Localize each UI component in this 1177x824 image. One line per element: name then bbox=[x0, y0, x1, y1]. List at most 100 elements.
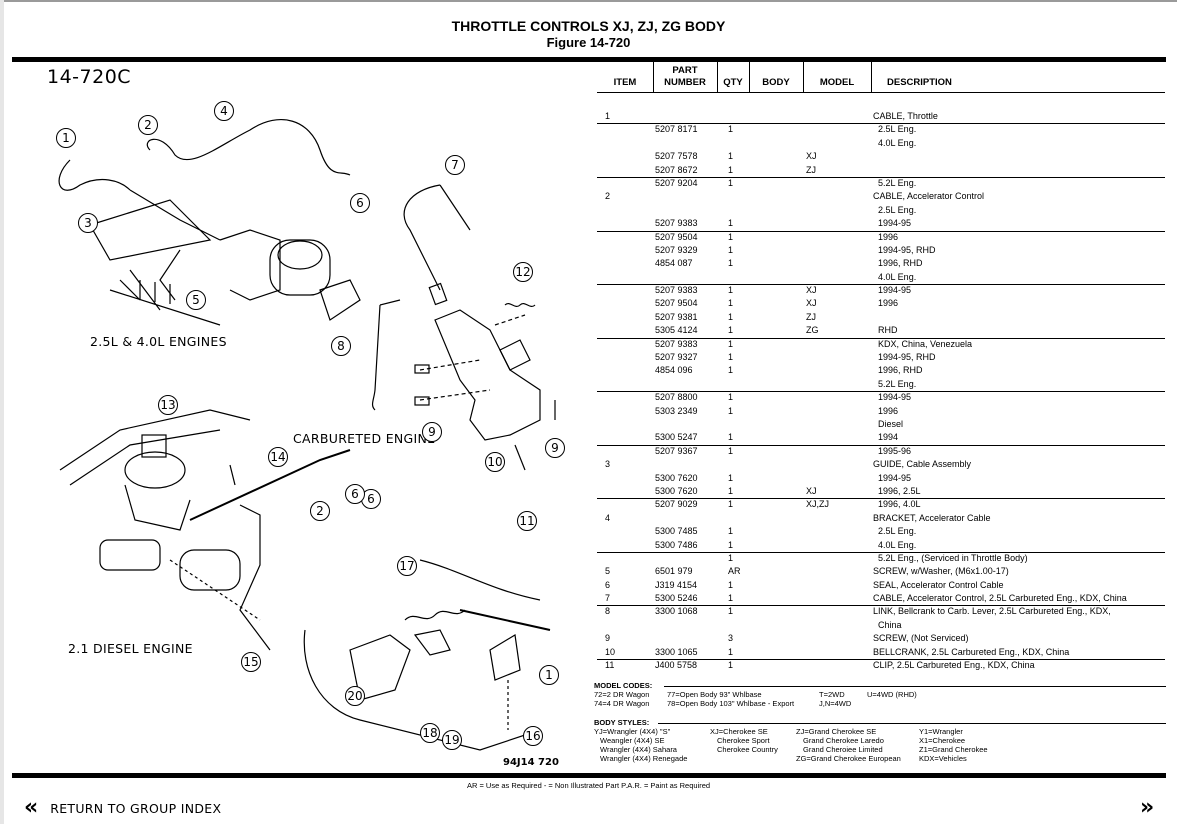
cell-item: 8 bbox=[605, 606, 611, 617]
bottom-divider bbox=[12, 773, 1166, 778]
cell-qty: 1 bbox=[728, 177, 734, 188]
table-row: 5.2L Eng. bbox=[597, 378, 1165, 391]
col-qty: QTY bbox=[723, 77, 743, 88]
callout-17[interactable]: 17 bbox=[397, 556, 417, 576]
table-row: 1 5.2L Eng., (Serviced in Throttle Body) bbox=[597, 551, 1165, 565]
diesel-engine-drawing bbox=[59, 409, 351, 651]
callout-12[interactable]: 12 bbox=[513, 262, 533, 282]
cell-part: 5207 9029 bbox=[655, 499, 698, 510]
cell-desc: 1994-95, RHD bbox=[873, 244, 936, 255]
body-style: XJ=Cherokee SE bbox=[710, 727, 768, 736]
cell-desc: CABLE, Throttle bbox=[873, 111, 938, 121]
callout-2b[interactable]: 2 bbox=[310, 501, 330, 521]
callout-5[interactable]: 5 bbox=[186, 290, 206, 310]
page-title: THROTTLE CONTROLS XJ, ZJ, ZG BODY bbox=[451, 18, 726, 34]
callout-15[interactable]: 15 bbox=[241, 652, 261, 672]
callout-7[interactable]: 7 bbox=[445, 155, 465, 175]
col-item: ITEM bbox=[613, 77, 637, 88]
cell-desc: 1996, RHD bbox=[873, 258, 923, 269]
body-style: Y1=Wrangler bbox=[919, 727, 963, 736]
callout-1b[interactable]: 1 bbox=[539, 665, 559, 685]
label-25-40-engines: 2.5L & 4.0L ENGINES bbox=[90, 334, 227, 349]
callout-4[interactable]: 4 bbox=[214, 101, 234, 121]
callout-18[interactable]: 18 bbox=[420, 723, 440, 743]
callout-14[interactable]: 14 bbox=[268, 447, 288, 467]
cell-desc: 5.2L Eng. bbox=[873, 378, 917, 389]
cell-desc: 4.0L Eng. bbox=[873, 539, 917, 550]
cell-desc: 1996, 4.0L bbox=[873, 499, 921, 510]
body-style: Grand Cherokee Laredo bbox=[803, 736, 884, 745]
callout-20[interactable]: 20 bbox=[345, 686, 365, 706]
callout-6c[interactable]: 6 bbox=[345, 484, 365, 504]
cell-part: 5300 7485 bbox=[655, 526, 698, 537]
cell-qty: 3 bbox=[728, 633, 734, 644]
callout-8[interactable]: 8 bbox=[331, 336, 351, 356]
cell-desc: CABLE, Accelerator Control bbox=[873, 191, 985, 202]
callout-16[interactable]: 16 bbox=[523, 726, 543, 746]
cell-desc: 2.5L Eng. bbox=[873, 526, 917, 537]
window-left-border bbox=[0, 0, 4, 824]
callout-3[interactable]: 3 bbox=[78, 213, 98, 233]
callout-1[interactable]: 1 bbox=[56, 128, 76, 148]
cell-desc: Diesel bbox=[873, 418, 904, 429]
figure-reference: 94J14 720 bbox=[503, 757, 559, 768]
double-chevron-right-icon[interactable]: » bbox=[1140, 795, 1155, 820]
cell-qty: 1 bbox=[728, 285, 734, 296]
cell-item: 1 bbox=[605, 111, 611, 121]
table-row: 2.5L Eng. bbox=[597, 204, 1165, 217]
lower-assembly-drawing bbox=[303, 559, 551, 751]
cell-part: 5207 7578 bbox=[655, 151, 698, 162]
cell-part: 5207 9204 bbox=[655, 177, 698, 188]
cell-desc: 4.0L Eng. bbox=[873, 137, 917, 148]
callout-11[interactable]: 11 bbox=[517, 511, 537, 531]
cell-qty: 1 bbox=[728, 472, 734, 483]
next-page-button[interactable]: » bbox=[1140, 797, 1154, 819]
return-to-group-index-label[interactable]: RETURN TO GROUP INDEX bbox=[50, 800, 222, 816]
cell-qty: 1 bbox=[728, 298, 734, 309]
cell-desc: LINK, Bellcrank to Carb. Lever, 2.5L Car… bbox=[873, 606, 1111, 617]
cell-desc: BELLCRANK, 2.5L Carbureted Eng., KDX, Ch… bbox=[873, 646, 1070, 657]
callout-9[interactable]: 9 bbox=[422, 422, 442, 442]
cell-model: XJ bbox=[806, 485, 817, 496]
cell-part: 5207 8672 bbox=[655, 164, 698, 175]
model-code: 72=2 DR Wagon bbox=[594, 690, 650, 699]
cell-desc: 2.5L Eng. bbox=[873, 204, 917, 215]
callout-10[interactable]: 10 bbox=[485, 452, 505, 472]
cell-desc: 5.2L Eng., (Serviced in Throttle Body) bbox=[873, 552, 1028, 563]
label-carbureted-engine: CARBURETED ENGINE bbox=[293, 431, 436, 446]
cell-part: 5207 9383 bbox=[655, 285, 698, 296]
cell-part: 4854 096 bbox=[655, 365, 693, 376]
cell-item: 11 bbox=[605, 660, 615, 671]
cell-desc: SEAL, Accelerator Control Cable bbox=[873, 579, 1004, 590]
body-styles-rule bbox=[658, 723, 1166, 724]
double-chevron-left-icon[interactable]: « bbox=[24, 795, 39, 820]
cell-part: 5207 9327 bbox=[655, 352, 698, 363]
table-row: Diesel bbox=[597, 418, 1165, 431]
callout-2[interactable]: 2 bbox=[138, 115, 158, 135]
parts-diagram-drawing bbox=[58, 119, 556, 751]
col-separator bbox=[749, 62, 750, 92]
callout-6[interactable]: 6 bbox=[350, 193, 370, 213]
table-row: 4.0L Eng. bbox=[597, 271, 1165, 284]
return-to-group-index-link[interactable]: « RETURN TO GROUP INDEX bbox=[24, 797, 221, 819]
cell-qty: 1 bbox=[728, 311, 734, 322]
cell-part: 5300 5246 bbox=[655, 593, 698, 604]
cell-qty: 1 bbox=[728, 405, 734, 416]
cell-desc: 1994-95 bbox=[873, 392, 912, 403]
callout-13[interactable]: 13 bbox=[158, 395, 178, 415]
callout-9b[interactable]: 9 bbox=[545, 438, 565, 458]
cell-qty: 1 bbox=[728, 445, 734, 456]
callout-19[interactable]: 19 bbox=[442, 730, 462, 750]
cell-item: 9 bbox=[605, 633, 611, 644]
cell-part: 5207 9504 bbox=[655, 298, 698, 309]
body-style: Weangler (4X4) SE bbox=[600, 736, 665, 745]
